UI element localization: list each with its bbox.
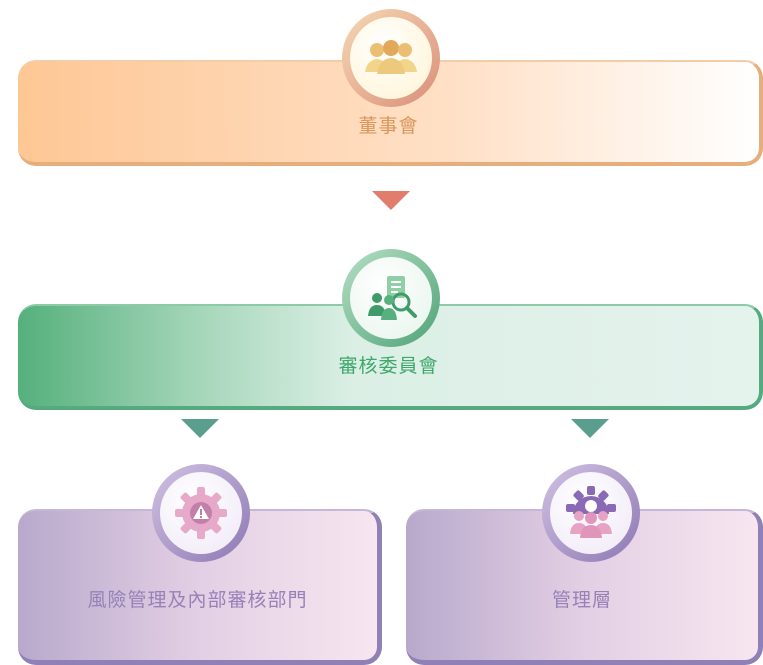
people-group-icon [365,40,417,74]
team-gear-icon [566,486,616,538]
arrow-audit-to-management [571,419,609,438]
arrow-audit-to-risk [181,419,219,438]
arrow-board-to-audit [372,191,410,210]
team-review-icon [368,276,417,320]
audit-committee-label: 審核委員會 [338,355,439,377]
risk-dept-label: 風險管理及內部審核部門 [87,589,308,611]
board-badge [342,9,440,107]
management-badge [542,464,640,562]
audit-committee-badge [342,249,440,347]
risk-dept-badge [152,464,250,562]
management-label: 管理層 [551,589,612,611]
warning-gear-icon [175,487,227,539]
board-label: 董事會 [358,115,419,137]
